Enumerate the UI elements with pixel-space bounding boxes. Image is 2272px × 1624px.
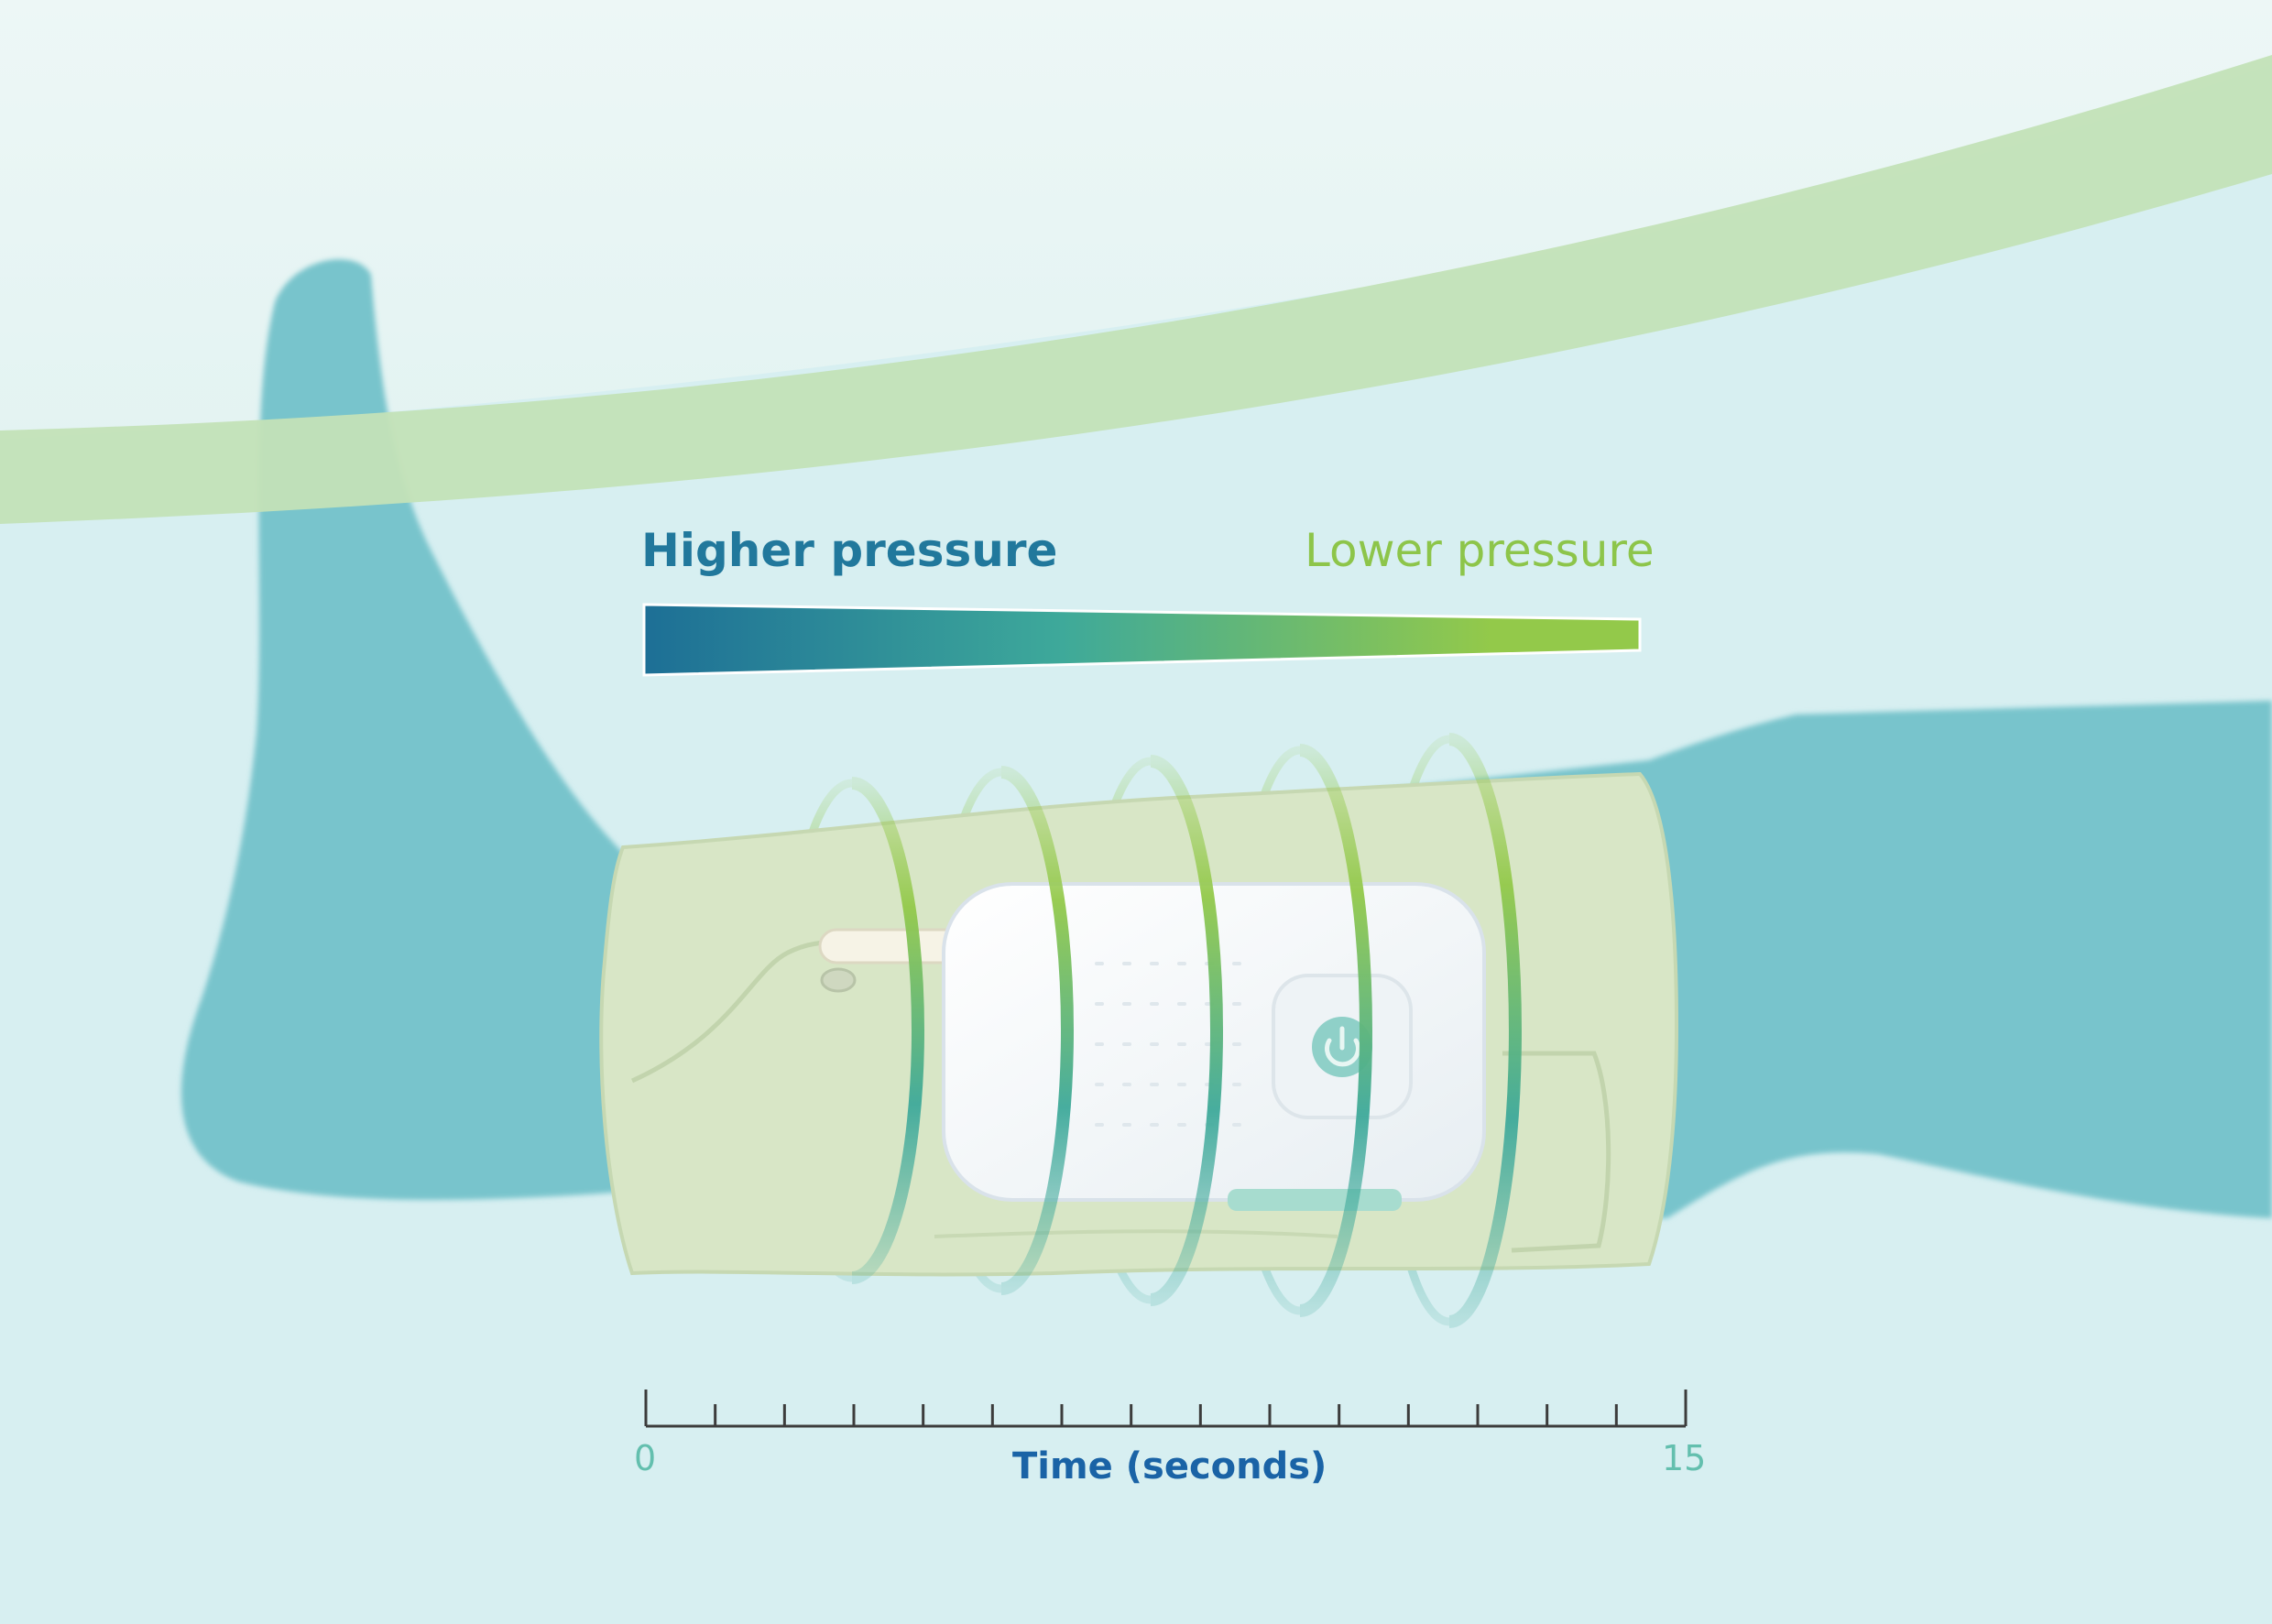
time-axis-start-label: 0 xyxy=(634,1438,657,1478)
compression-ring xyxy=(1299,744,1372,1317)
compression-rings-front xyxy=(851,733,1522,1328)
higher-pressure-label: Higher pressure xyxy=(641,524,1058,577)
vent-dot xyxy=(1232,1083,1241,1086)
vent-dot xyxy=(1095,1042,1104,1046)
vent-dot xyxy=(1122,962,1131,965)
lower-pressure-label: Lower pressure xyxy=(1305,524,1655,577)
vent-dot xyxy=(1177,962,1186,965)
compression-ring xyxy=(1150,755,1223,1306)
vent-dot xyxy=(1177,1002,1186,1006)
compression-ring xyxy=(1000,766,1074,1295)
upper-background xyxy=(0,0,2272,440)
vent-dot xyxy=(1095,1083,1104,1086)
vent-dot xyxy=(1150,1002,1159,1006)
vent-dot xyxy=(1232,1002,1241,1006)
arc-band xyxy=(0,55,2272,524)
vent-dot xyxy=(1177,1083,1186,1086)
compression-ring xyxy=(1448,733,1522,1328)
vent-dot xyxy=(1150,1042,1159,1046)
vent-dot xyxy=(1122,1083,1131,1086)
vent-dot xyxy=(1095,962,1104,965)
vent-dots xyxy=(1095,962,1241,1127)
vent-dot xyxy=(1122,1042,1131,1046)
vent-dot xyxy=(1150,1083,1159,1086)
pressure-gradient-bar xyxy=(642,603,1642,677)
vent-dot xyxy=(1122,1123,1131,1127)
vent-dot xyxy=(1177,1042,1186,1046)
power-icon[interactable] xyxy=(1312,1017,1372,1077)
vent-dot xyxy=(1232,1042,1241,1046)
time-axis xyxy=(644,1390,1688,1428)
vent-dot xyxy=(1095,1002,1104,1006)
vent-dot xyxy=(1177,1123,1186,1127)
time-axis-end-label: 15 xyxy=(1662,1438,1707,1478)
vent-dot xyxy=(1150,1123,1159,1127)
vent-dot xyxy=(1122,1002,1131,1006)
compression-ring xyxy=(851,777,924,1284)
vent-dot xyxy=(1232,1123,1241,1127)
vent-dot xyxy=(1095,1123,1104,1127)
time-axis-title: Time (seconds) xyxy=(1012,1445,1327,1488)
vent-dot xyxy=(1232,962,1241,965)
vent-dot xyxy=(1150,962,1159,965)
